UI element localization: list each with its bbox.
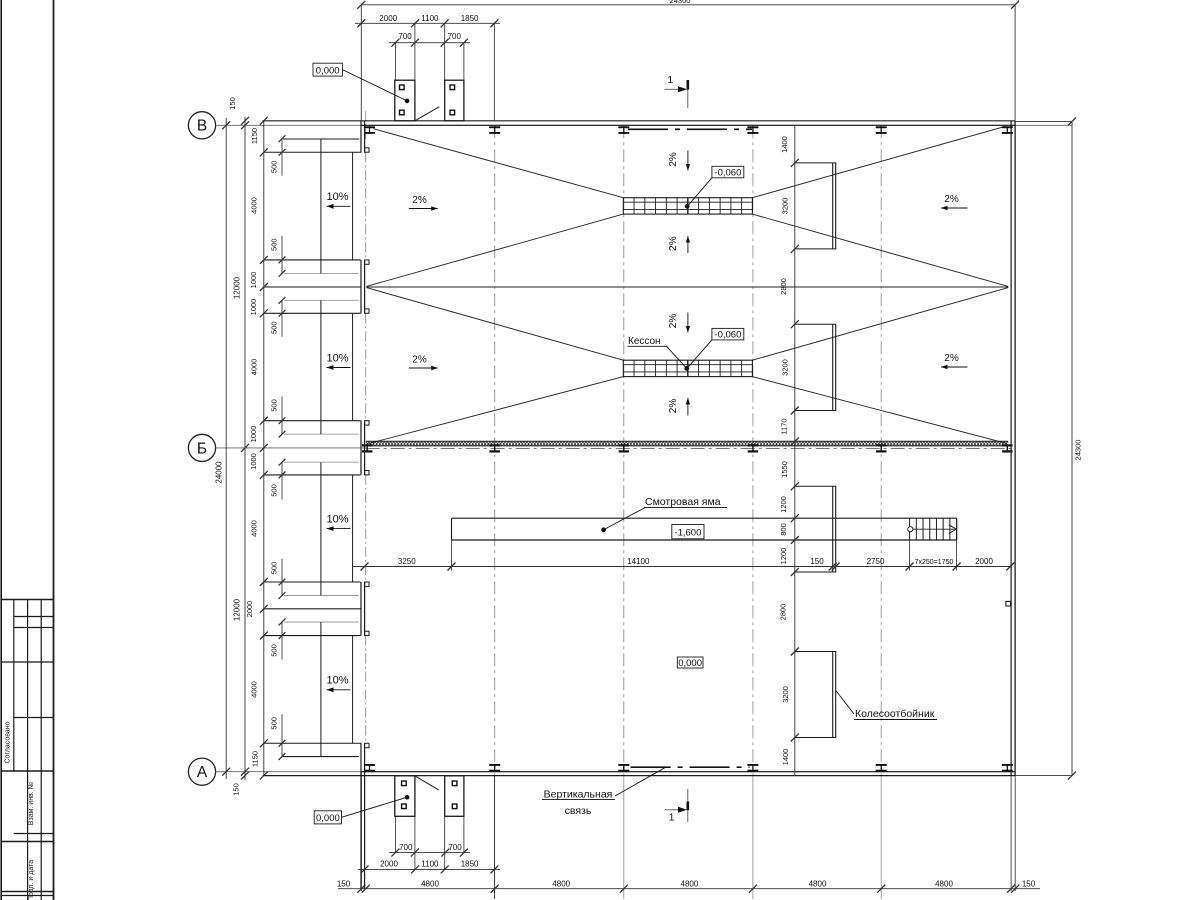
svg-text:4000: 4000: [250, 520, 259, 537]
svg-text:12000: 12000: [233, 276, 242, 299]
svg-text:Колесоотбойник: Колесоотбойник: [855, 708, 935, 720]
svg-text:24300: 24300: [1074, 440, 1083, 461]
svg-text:Смотровая яма: Смотровая яма: [645, 496, 721, 508]
svg-text:2%: 2%: [668, 152, 679, 167]
svg-text:700: 700: [448, 843, 462, 852]
svg-text:Подп. и дата: Подп. и дата: [28, 860, 35, 900]
svg-text:10%: 10%: [326, 513, 348, 525]
svg-text:2%: 2%: [668, 399, 679, 414]
svg-text:4800: 4800: [421, 879, 439, 888]
svg-text:2%: 2%: [668, 236, 679, 251]
svg-text:1850: 1850: [461, 860, 479, 869]
svg-text:4000: 4000: [250, 681, 259, 698]
svg-text:2000: 2000: [975, 557, 993, 566]
svg-text:2000: 2000: [380, 860, 398, 869]
svg-text:500: 500: [270, 399, 279, 412]
svg-text:Кессон: Кессон: [628, 336, 661, 347]
svg-text:4800: 4800: [552, 879, 570, 888]
svg-text:1: 1: [667, 74, 673, 86]
svg-text:700: 700: [399, 843, 413, 852]
svg-text:2%: 2%: [412, 355, 427, 366]
svg-text:150: 150: [810, 557, 824, 566]
svg-text:4000: 4000: [250, 197, 259, 214]
svg-text:3250: 3250: [398, 557, 416, 566]
svg-text:2000: 2000: [245, 601, 254, 618]
svg-text:2750: 2750: [867, 557, 885, 566]
svg-text:-1,600: -1,600: [674, 527, 701, 538]
svg-text:150: 150: [1022, 879, 1036, 888]
svg-text:4000: 4000: [250, 359, 259, 376]
svg-text:500: 500: [270, 644, 279, 657]
svg-text:4800: 4800: [681, 879, 699, 888]
svg-text:1000: 1000: [249, 299, 258, 316]
svg-text:2%: 2%: [412, 195, 427, 206]
svg-text:1000: 1000: [249, 453, 258, 470]
svg-text:-0,060: -0,060: [714, 168, 741, 179]
svg-text:12000: 12000: [233, 598, 242, 621]
svg-text:1000: 1000: [249, 426, 258, 443]
svg-text:500: 500: [270, 562, 279, 575]
svg-text:10%: 10%: [326, 675, 348, 687]
svg-text:-0,060: -0,060: [714, 330, 741, 341]
svg-text:150: 150: [232, 783, 241, 796]
svg-text:1550: 1550: [780, 461, 789, 478]
svg-text:500: 500: [270, 321, 279, 334]
svg-text:700: 700: [448, 32, 462, 41]
svg-text:1400: 1400: [781, 749, 790, 766]
svg-text:4800: 4800: [935, 879, 953, 888]
svg-text:1150: 1150: [250, 128, 259, 144]
svg-text:3200: 3200: [781, 198, 790, 215]
svg-text:0,000: 0,000: [316, 65, 340, 76]
svg-text:1150: 1150: [251, 751, 260, 767]
svg-text:10%: 10%: [326, 191, 348, 203]
svg-text:1100: 1100: [421, 14, 439, 23]
svg-text:1100: 1100: [421, 860, 439, 869]
svg-text:24000: 24000: [214, 461, 223, 484]
svg-text:0,000: 0,000: [678, 658, 702, 669]
svg-text:14100: 14100: [627, 557, 650, 566]
svg-text:24300: 24300: [670, 0, 691, 5]
svg-text:связь: связь: [565, 805, 592, 817]
svg-text:1400: 1400: [780, 136, 789, 153]
svg-text:1200: 1200: [779, 548, 788, 565]
svg-text:4800: 4800: [809, 879, 827, 888]
svg-text:2800: 2800: [779, 278, 788, 295]
svg-text:3200: 3200: [781, 686, 790, 703]
svg-text:Взам. инв. №: Взам. инв. №: [28, 782, 35, 825]
svg-text:1200: 1200: [779, 496, 788, 513]
svg-text:В: В: [197, 118, 207, 135]
svg-text:Б: Б: [197, 440, 207, 457]
svg-text:10%: 10%: [326, 352, 348, 364]
svg-text:2%: 2%: [944, 353, 959, 364]
svg-text:500: 500: [270, 161, 279, 174]
svg-text:1850: 1850: [461, 14, 479, 23]
svg-text:3200: 3200: [781, 359, 790, 376]
svg-text:150: 150: [228, 97, 237, 110]
svg-text:500: 500: [270, 238, 279, 251]
svg-text:1170: 1170: [780, 418, 789, 434]
svg-text:2800: 2800: [779, 604, 788, 621]
svg-text:7х250=1750: 7х250=1750: [915, 559, 954, 566]
svg-text:Вертикальная: Вертикальная: [544, 788, 613, 800]
svg-text:0,000: 0,000: [316, 813, 340, 824]
svg-text:2000: 2000: [379, 14, 397, 23]
svg-text:1: 1: [669, 812, 675, 824]
svg-text:2%: 2%: [668, 314, 679, 329]
svg-text:500: 500: [270, 717, 279, 730]
svg-text:2%: 2%: [944, 194, 959, 205]
svg-text:150: 150: [337, 879, 351, 888]
svg-text:1000: 1000: [249, 272, 258, 289]
svg-text:700: 700: [398, 32, 412, 41]
svg-text:500: 500: [270, 484, 279, 497]
svg-text:800: 800: [779, 523, 788, 536]
svg-text:А: А: [197, 764, 208, 781]
svg-text:Согласовано: Согласовано: [5, 721, 12, 763]
